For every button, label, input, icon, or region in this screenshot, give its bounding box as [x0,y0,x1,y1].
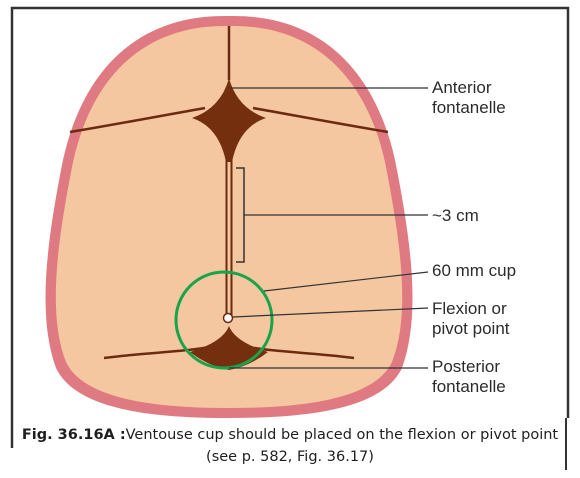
flexion-point-marker [224,314,233,323]
flexion-point-label-line1: Flexion or [432,299,507,318]
distance-label: ~3 cm [432,206,479,225]
figure-caption-text: Ventouse cup should be placed on the fle… [126,427,558,465]
posterior-fontanelle-label-line1: Posterior [432,357,500,376]
posterior-fontanelle-label-line2: fontanelle [432,377,506,396]
figure-number: Fig. 36.16A : [22,427,126,443]
figure-caption: Fig. 36.16A :Ventouse cup should be plac… [14,424,566,468]
flexion-point-label-line2: pivot point [432,319,510,338]
cup-label: 60 mm cup [432,261,516,280]
anterior-fontanelle-label-line2: fontanelle [432,98,506,117]
anterior-fontanelle-label-line1: Anterior [432,78,492,97]
